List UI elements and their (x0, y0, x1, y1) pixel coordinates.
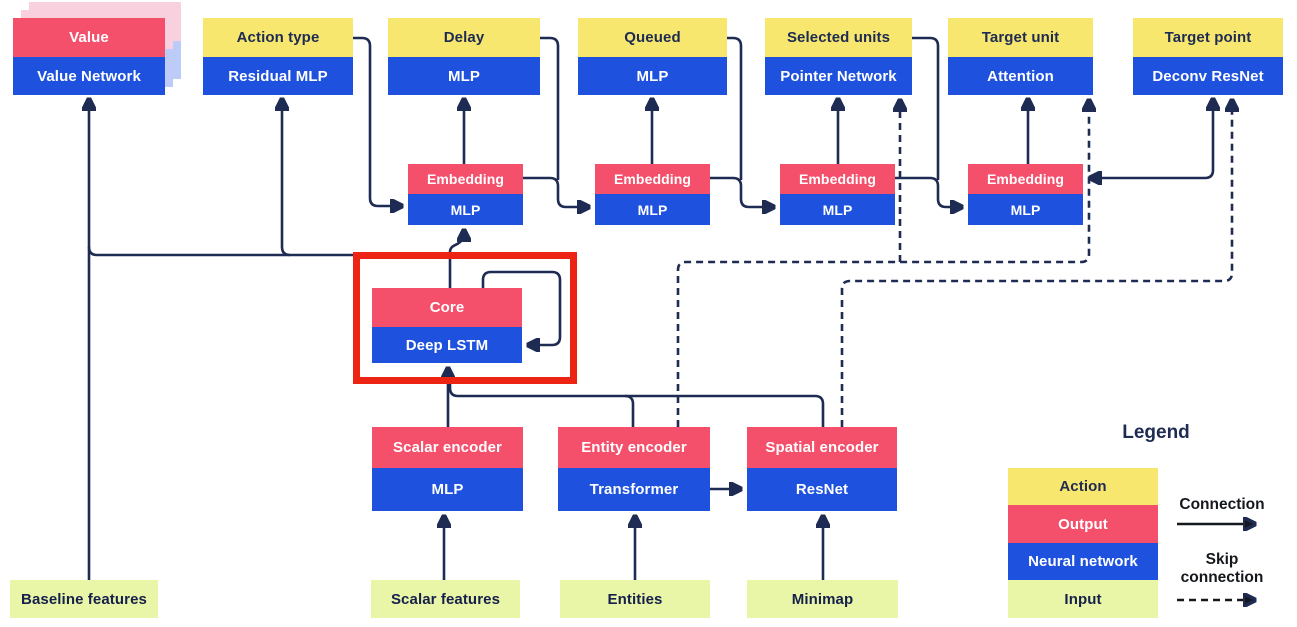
core-label: Core (372, 288, 522, 327)
value-output-label: Value (13, 18, 165, 57)
deconv-resnet-label: Deconv ResNet (1133, 57, 1283, 95)
embedding-3-mlp-label: MLP (780, 194, 895, 225)
embedding-1-mlp-label: MLP (408, 194, 523, 225)
target-unit-label: Target unit (948, 18, 1093, 57)
legend-action-row: Action (1008, 468, 1158, 505)
connection-entity-to-core (624, 394, 635, 427)
queued-label: Queued (578, 18, 727, 57)
node-embedding-4: Embedding MLP (968, 164, 1083, 225)
transformer-label: Transformer (558, 468, 710, 511)
node-baseline-features: Baseline features (10, 580, 158, 618)
skip-connection-spatial-to-deconv (840, 101, 1232, 427)
legend-title: Legend (1122, 422, 1190, 443)
connection-core-branch-left (87, 246, 450, 257)
selected-units-label: Selected units (765, 18, 912, 57)
legend-input-row: Input (1008, 580, 1158, 618)
legend-skip-label-line1: Skip (1205, 551, 1239, 568)
connection-core-to-embedding1 (448, 231, 464, 288)
baseline-features-label: Baseline features (10, 580, 158, 618)
queued-mlp-label: MLP (578, 57, 727, 95)
legend-card: Action Output Neural network Input (1008, 468, 1158, 618)
embedding-3-label: Embedding (780, 164, 895, 194)
node-selected-units: Selected units Pointer Network (765, 18, 912, 95)
scalar-encoder-label: Scalar encoder (372, 427, 523, 468)
connection-embedding1-to-embedding2 (523, 176, 588, 207)
attention-label: Attention (948, 57, 1093, 95)
resnet-label: ResNet (747, 468, 897, 511)
node-entity-encoder: Entity encoder Transformer (558, 427, 710, 511)
connection-actiontype-to-embedding1 (353, 36, 401, 206)
embedding-4-mlp-label: MLP (968, 194, 1083, 225)
connection-delay-out (540, 36, 560, 180)
deep-lstm-label: Deep LSTM (372, 327, 522, 363)
connection-spatial-to-core (448, 377, 825, 427)
node-core: Core Deep LSTM (372, 288, 522, 363)
node-delay: Delay MLP (388, 18, 540, 95)
legend-skip-label-line2: connection (1180, 569, 1264, 586)
node-scalar-encoder: Scalar encoder MLP (372, 427, 523, 511)
embedding-1-label: Embedding (408, 164, 523, 194)
node-scalar-features: Scalar features (371, 580, 520, 618)
connection-selectedunits-out (912, 36, 940, 180)
entity-encoder-label: Entity encoder (558, 427, 710, 468)
legend-network-row: Neural network (1008, 543, 1158, 580)
connection-core-to-residual-mlp (282, 100, 291, 257)
node-minimap: Minimap (747, 580, 898, 618)
connection-queued-out (727, 36, 743, 180)
node-target-unit: Target unit Attention (948, 18, 1093, 95)
minimap-label: Minimap (747, 580, 898, 618)
action-type-label: Action type (203, 18, 353, 57)
node-embedding-3: Embedding MLP (780, 164, 895, 225)
node-entities: Entities (560, 580, 710, 618)
node-queued: Queued MLP (578, 18, 727, 95)
node-embedding-1: Embedding MLP (408, 164, 523, 225)
node-value: Value Value Network (13, 18, 165, 95)
skip-connection-entity-to-attention (676, 101, 1089, 427)
connection-embedding4-to-deconv (1089, 100, 1213, 180)
connection-core-recurrent-loop (481, 270, 562, 345)
target-point-label: Target point (1133, 18, 1283, 57)
embedding-2-label: Embedding (595, 164, 710, 194)
delay-mlp-label: MLP (388, 57, 540, 95)
node-embedding-2: Embedding MLP (595, 164, 710, 225)
connection-embedding2-to-embedding3 (710, 176, 773, 207)
node-action-type: Action type Residual MLP (203, 18, 353, 95)
embedding-4-label: Embedding (968, 164, 1083, 194)
legend-connection-label: Connection (1179, 496, 1265, 513)
connection-embedding3-to-embedding4 (895, 176, 961, 207)
highlight-box-core (353, 252, 577, 384)
entities-label: Entities (560, 580, 710, 618)
spatial-encoder-label: Spatial encoder (747, 427, 897, 468)
value-network-label: Value Network (13, 57, 165, 95)
node-target-point: Target point Deconv ResNet (1133, 18, 1283, 95)
pointer-network-label: Pointer Network (765, 57, 912, 95)
residual-mlp-label: Residual MLP (203, 57, 353, 95)
scalar-mlp-label: MLP (372, 468, 523, 511)
embedding-2-mlp-label: MLP (595, 194, 710, 225)
node-spatial-encoder: Spatial encoder ResNet (747, 427, 897, 511)
legend-output-row: Output (1008, 505, 1158, 543)
scalar-features-label: Scalar features (371, 580, 520, 618)
delay-label: Delay (388, 18, 540, 57)
